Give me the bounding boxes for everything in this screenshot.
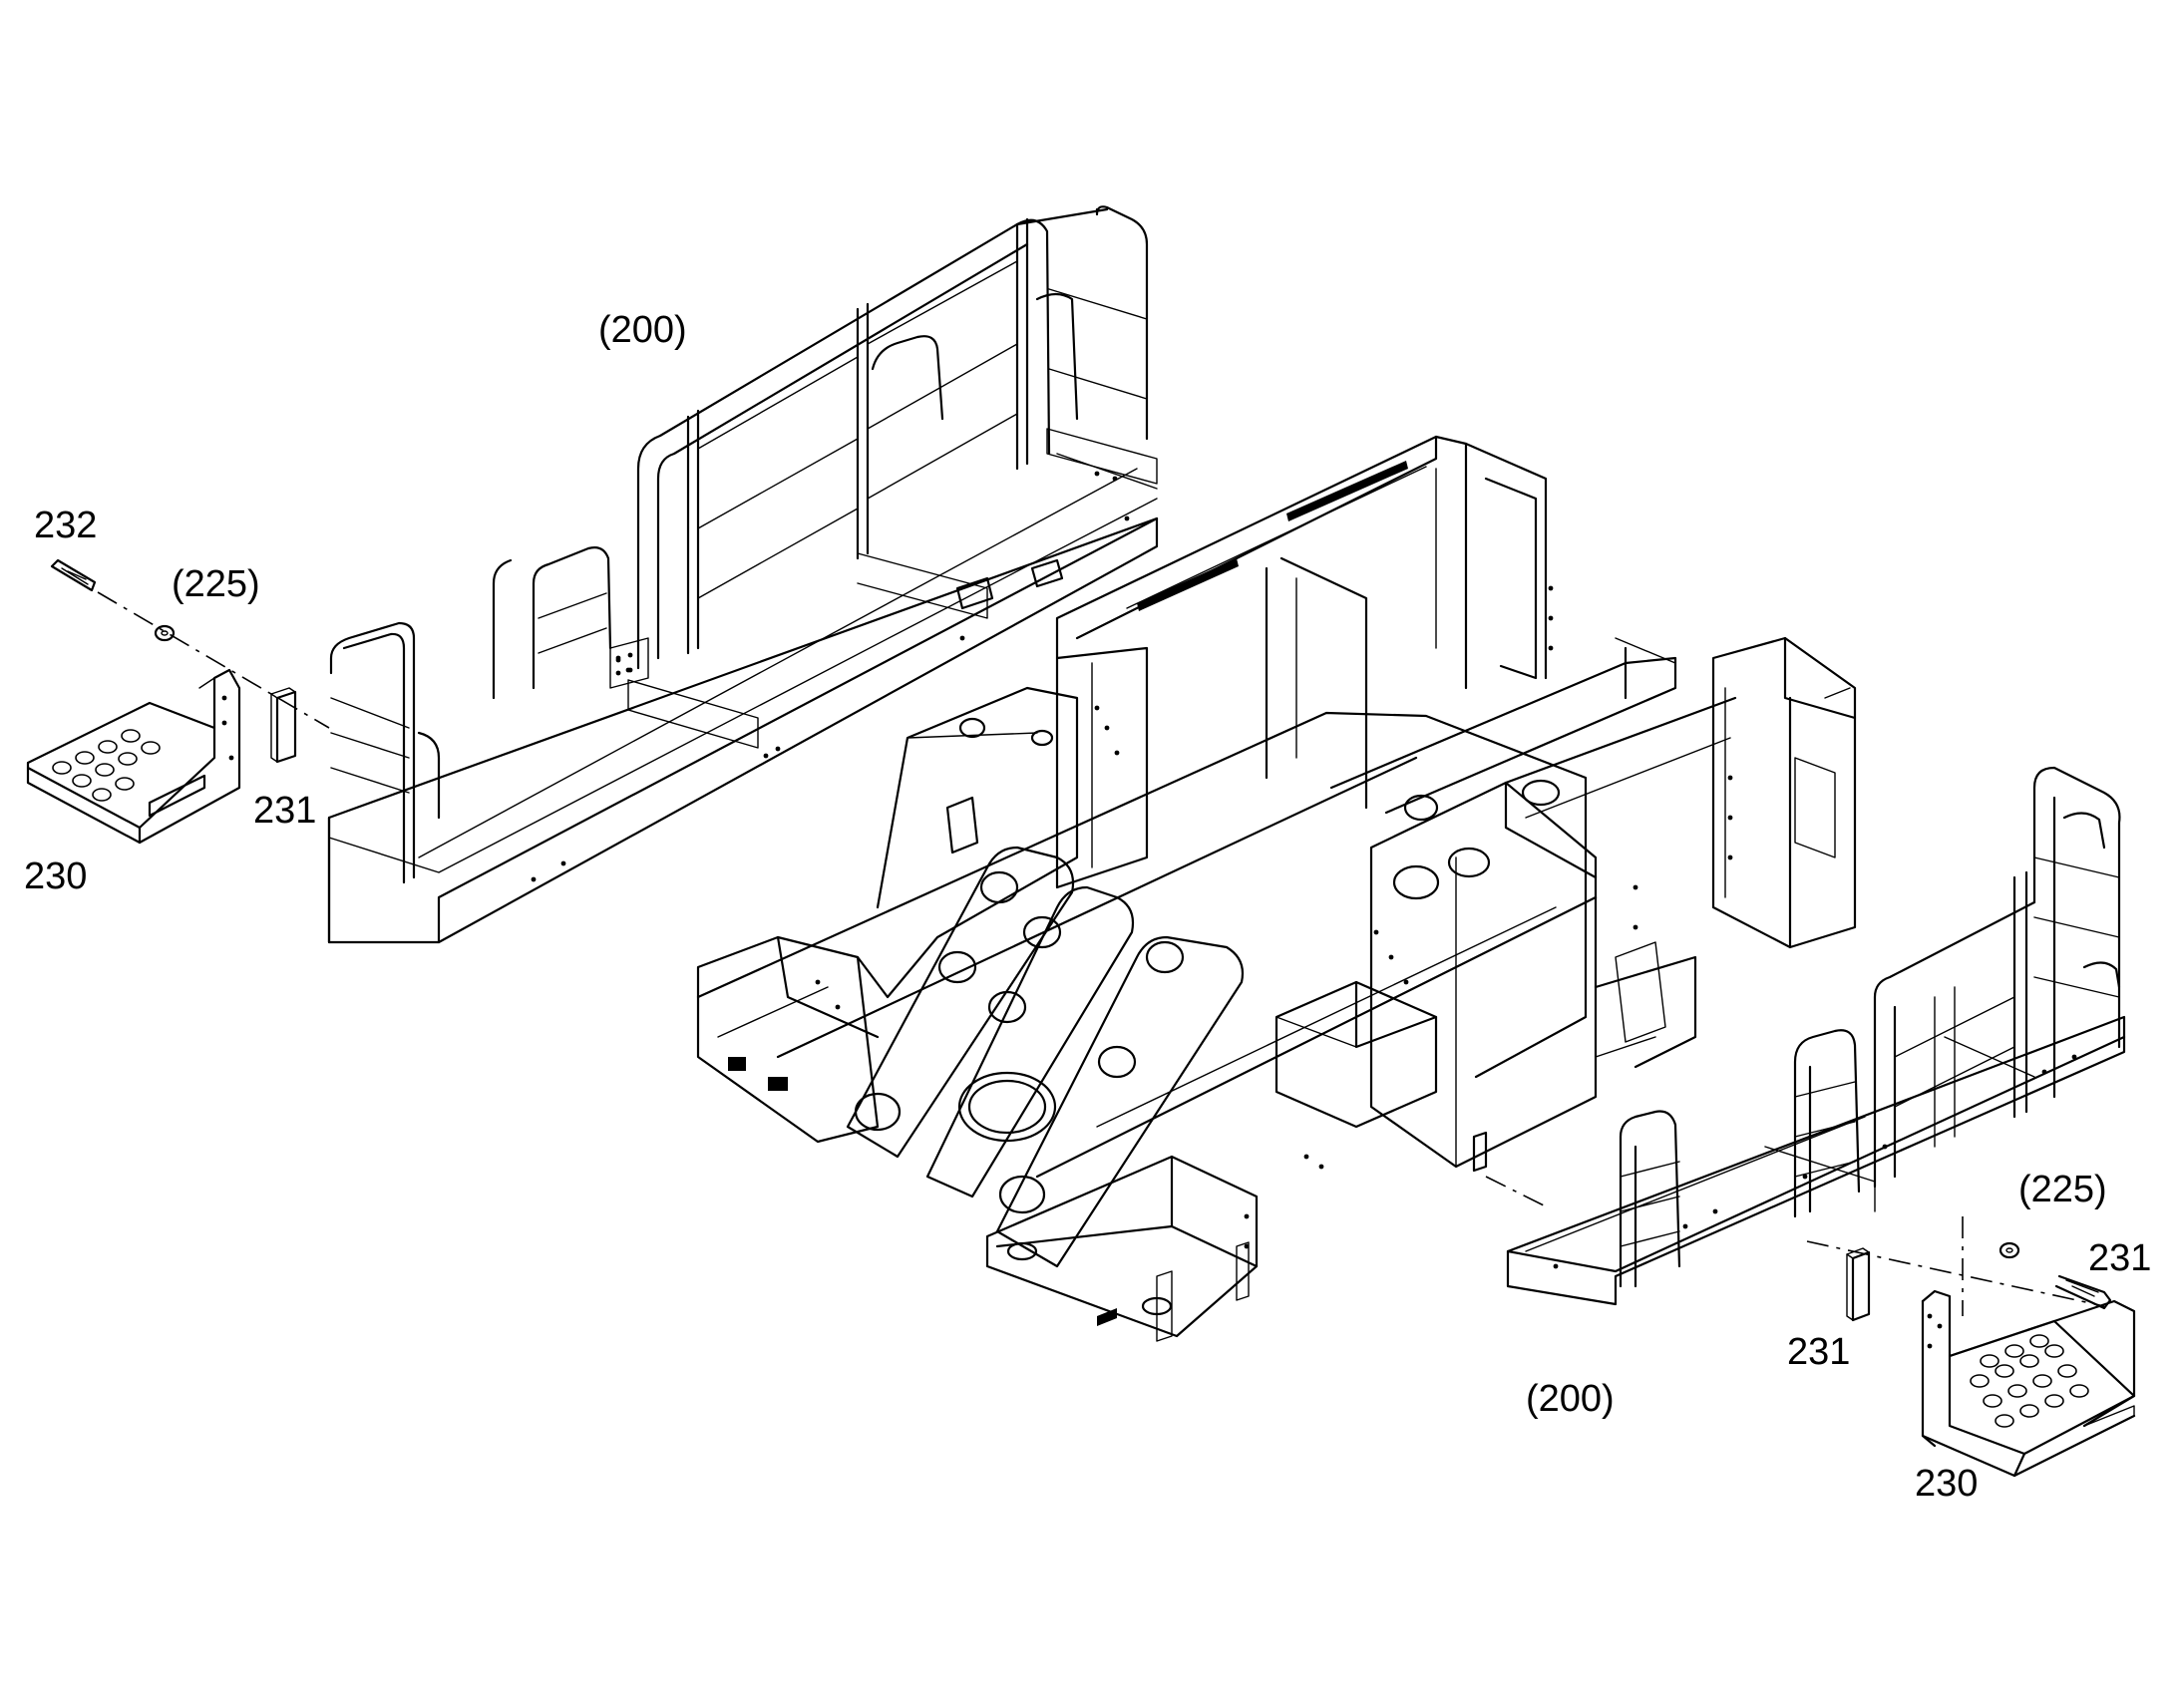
callout-washer-left: (225)	[172, 563, 260, 605]
left-washer	[154, 624, 176, 642]
right-walkway-axis	[1485, 1176, 1547, 1207]
callout-spacer-left: 231	[253, 790, 317, 832]
right-mounting-bolt	[2054, 1274, 2112, 1310]
left-spacer-block	[270, 687, 297, 764]
left-bolt-axis	[97, 591, 330, 729]
left-step-tread	[26, 668, 241, 845]
callout-spacer-right: 231	[1787, 1331, 1851, 1373]
left-walkway-platform	[327, 205, 1159, 944]
right-walkway-platform	[1506, 766, 2126, 1306]
right-bolt-axis	[1806, 1240, 2105, 1307]
frame-mount-plate	[1472, 1131, 1488, 1173]
callout-step-left: 230	[24, 855, 88, 897]
right-step-tread	[1921, 1289, 2136, 1478]
callout-walkway-right: (200)	[1526, 1378, 1615, 1420]
callout-bolt-right: 231	[2088, 1237, 2152, 1279]
callout-bolt-left: 232	[34, 505, 98, 546]
right-washer	[1998, 1241, 2020, 1259]
callout-step-right: 230	[1915, 1463, 1979, 1505]
right-spacer-block	[1846, 1247, 1871, 1322]
machine-chassis-frame	[696, 435, 1857, 1342]
callout-walkway-left: (200)	[598, 309, 687, 351]
left-mounting-bolt	[50, 558, 97, 592]
callout-washer-right: (225)	[2018, 1169, 2107, 1210]
